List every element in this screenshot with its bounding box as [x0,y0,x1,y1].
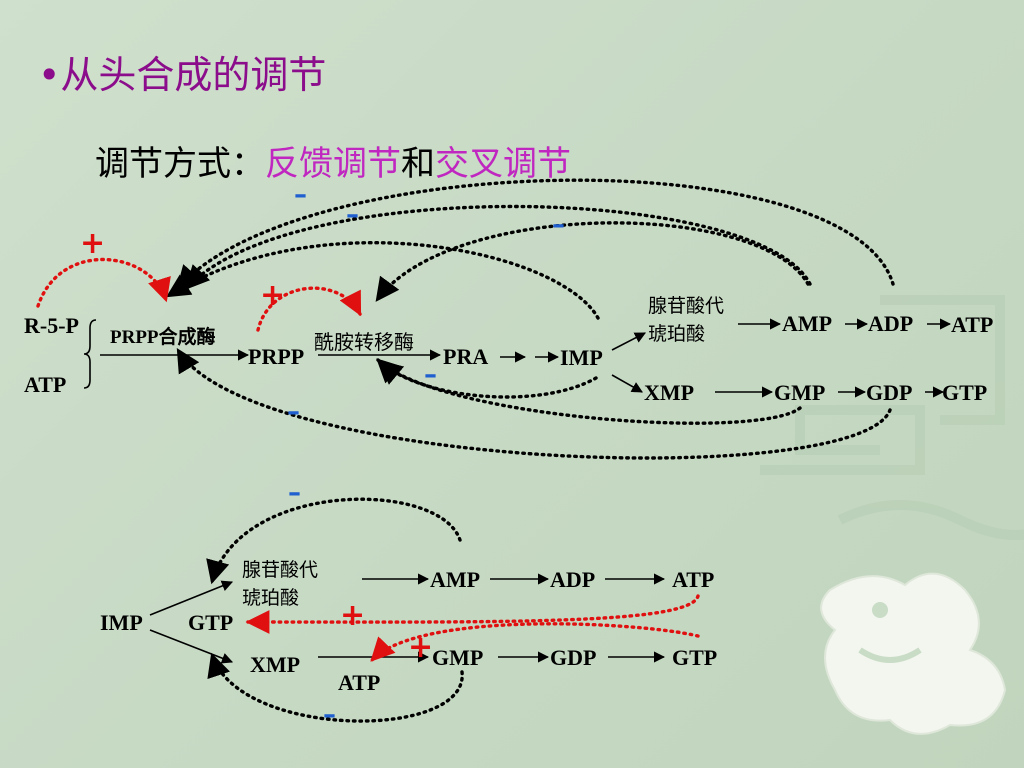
feedback-regulation-term: 反馈调节 [265,144,401,184]
gtp-label: GTP [942,380,988,405]
feedback-atp-to-prpp-synthase [176,178,895,290]
inhibition-sign-gmp-lower: – [323,700,336,730]
activation-gtp-to-amp-synthesis [370,622,700,662]
atp-cofactor-label: ATP [338,670,381,695]
inhibition-sign-amp: – [346,200,359,230]
activation-r5p-to-prpp-synthase [36,257,171,308]
arrow-imp-to-adenylosuccinate-lower [149,580,234,616]
activation-sign-gtp-lower: + [408,630,434,665]
pra-label: PRA [443,344,489,369]
atp-lower-label: ATP [672,567,715,592]
input-brace [83,319,97,389]
inhibition-sign-gmp: – [424,360,437,390]
activation-prpp-to-amidotransferase [256,286,362,332]
activation-sign-atp-lower: + [340,598,366,633]
feedback-amp-lower [206,497,462,585]
inhibition-sign-atp: – [294,180,307,210]
regulation-modes: 调节方式：反馈调节和交叉调节 [95,136,571,185]
gmp-lower-label: GMP [432,645,484,670]
imp-lower-label: IMP [100,610,143,635]
feedback-amp-to-prpp-synthase [185,204,812,290]
atp-input-label: ATP [24,372,67,397]
subtitle-prefix: 调节方式： [95,144,265,184]
gtp-lower-label: GTP [672,645,718,670]
subtitle-conjunction: 和 [401,144,435,184]
prpp-synthase-text: PRPP合成酶 [110,327,216,348]
xmp-lower-label: XMP [250,652,301,677]
gtp-cofactor-label: GTP [188,610,234,635]
slide-title: •从头合成的调节 [38,53,327,97]
inhibition-sign-imp: – [552,210,565,240]
amp-label: AMP [782,311,833,336]
adp-lower-label: ADP [550,567,596,592]
feedback-imp-to-prpp-synthase [165,241,600,320]
inhibition-sign-gtp: – [287,397,300,427]
gdp-lower-label: GDP [550,645,597,670]
xmp-label: XMP [644,380,695,405]
feedback-imp-to-amidotransferase [376,358,598,399]
imp-label: IMP [560,345,603,370]
r5p-label: R-5-P [24,313,79,338]
feedback-gmp-lower [207,652,464,723]
adenylosuccinate-label: 腺苷酸代 琥珀酸 [648,295,725,345]
atp-label: ATP [951,312,994,337]
gmp-label: GMP [774,380,826,405]
feedback-gtp-to-prpp-synthase [176,347,892,460]
arrow-imp-to-adenylosuccinate [611,332,646,351]
amp-lower-label: AMP [430,567,481,592]
activation-sign-prpp: + [260,278,286,313]
activation-sign-r5p: + [80,226,106,261]
arrow-imp-to-xmp [611,374,643,393]
feedback-amp-to-amidotransferase [375,221,810,302]
feedback-gmp-to-amidotransferase [378,360,802,425]
cross-regulation-term: 交叉调节 [435,144,571,184]
amidotransferase-label: 酰胺转移酶 [314,330,414,354]
inhibition-sign-amp-lower: – [288,478,301,508]
dragon-ornament [820,572,1007,735]
activation-atp-to-gtp-synthesis [245,594,700,634]
prpp-synthase-label: PRPP合成酶 [110,322,216,349]
prpp-label: PRPP [248,344,305,369]
adp-label: ADP [868,311,914,336]
adenylosuccinate-lower-label: 腺苷酸代 琥珀酸 [242,559,319,609]
gdp-label: GDP [866,380,913,405]
